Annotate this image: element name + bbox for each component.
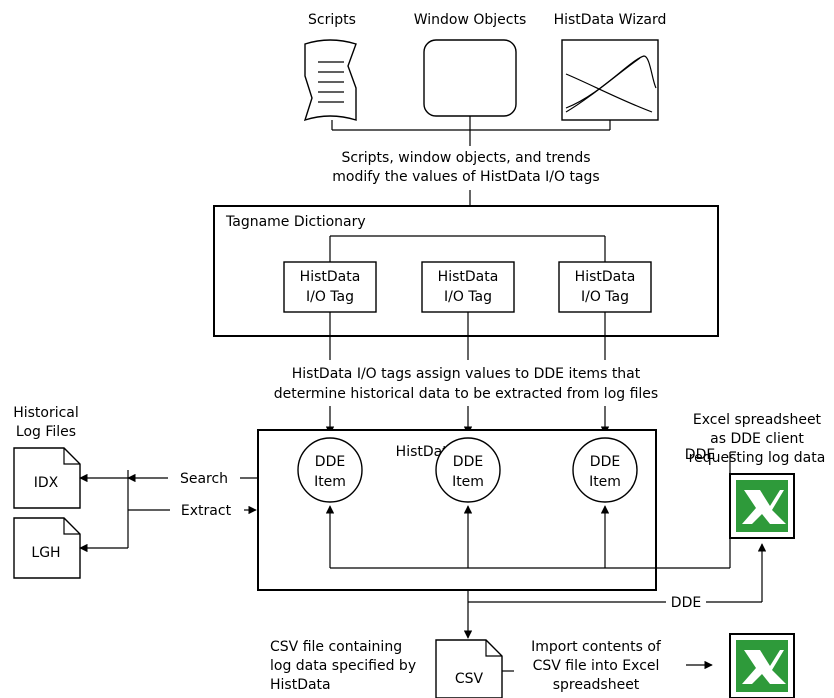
svg-text:HistData: HistData: [575, 269, 636, 285]
histdata-wizard-label: HistData Wizard: [554, 12, 667, 28]
svg-text:DDE: DDE: [453, 454, 483, 470]
excel-client-line2: as DDE client: [710, 431, 804, 447]
svg-text:Item: Item: [314, 474, 346, 490]
lgh-file-icon: LGH: [13, 517, 81, 579]
caption-top-line2: modify the values of HistData I/O tags: [332, 169, 599, 185]
dde-label-lower: DDE: [671, 595, 701, 611]
svg-text:DDE: DDE: [315, 454, 345, 470]
svg-text:HistData: HistData: [438, 269, 499, 285]
svg-text:HistData: HistData: [300, 269, 361, 285]
extract-label: Extract: [181, 503, 232, 519]
csv-file-icon: CSV: [435, 639, 503, 698]
scripts-icon: [303, 39, 357, 122]
window-objects-label: Window Objects: [414, 12, 527, 28]
caption-top-line1: Scripts, window objects, and trends: [341, 150, 590, 166]
dde-label-upper: DDE: [685, 447, 715, 463]
csv-right-line2: CSV file into Excel: [533, 658, 660, 674]
scripts-label: Scripts: [308, 12, 356, 28]
dde-item: DDE Item: [435, 437, 501, 503]
caption-mid-line2: determine historical data to be extracte…: [274, 386, 658, 402]
svg-text:Item: Item: [589, 474, 621, 490]
svg-text:I/O Tag: I/O Tag: [306, 289, 354, 305]
historical-title-line2: Log Files: [16, 424, 76, 440]
excel-icon: [729, 633, 795, 698]
csv-left-line1: CSV file containing: [270, 639, 402, 655]
excel-client-line1: Excel spreadsheet: [693, 412, 822, 428]
window-objects-icon: [423, 39, 517, 117]
svg-text:Item: Item: [452, 474, 484, 490]
svg-text:I/O Tag: I/O Tag: [581, 289, 629, 305]
csv-right-line1: Import contents of: [531, 639, 662, 655]
dde-item: DDE Item: [572, 437, 638, 503]
svg-text:IDX: IDX: [34, 475, 59, 491]
svg-text:I/O Tag: I/O Tag: [444, 289, 492, 305]
svg-text:LGH: LGH: [31, 545, 60, 561]
csv-left-line3: HistData: [270, 677, 331, 693]
csv-right-line3: spreadsheet: [553, 677, 640, 693]
histdata-io-tag: HistData I/O Tag: [421, 261, 515, 313]
csv-left-line2: log data specified by: [270, 658, 416, 674]
caption-mid-line1: HistData I/O tags assign values to DDE i…: [292, 366, 641, 382]
excel-icon: [729, 473, 795, 539]
dde-item: DDE Item: [297, 437, 363, 503]
tagname-dictionary-title: Tagname Dictionary: [225, 214, 366, 230]
historical-title-line1: Historical: [13, 405, 79, 421]
chart-wizard-icon: [561, 39, 659, 121]
excel-client-line3: requesting log data: [689, 450, 826, 466]
idx-file-icon: IDX: [13, 447, 81, 509]
svg-text:DDE: DDE: [590, 454, 620, 470]
histdata-io-tag: HistData I/O Tag: [558, 261, 652, 313]
svg-text:CSV: CSV: [455, 671, 484, 687]
histdata-io-tag: HistData I/O Tag: [283, 261, 377, 313]
search-label: Search: [180, 471, 228, 487]
